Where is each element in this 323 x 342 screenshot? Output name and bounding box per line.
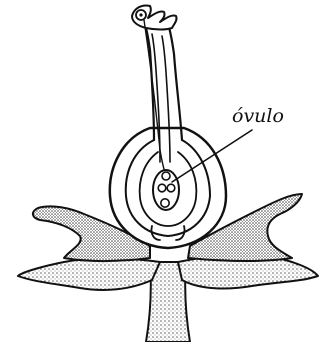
- ovule-label: óvulo: [232, 105, 284, 127]
- ovule-cell-top: [162, 172, 170, 180]
- ovule-cell-mid: [158, 184, 166, 192]
- lower-left-petal: [18, 258, 160, 290]
- pollen-grain-core-icon: [139, 13, 142, 16]
- ovule-cell-bottom: [161, 199, 169, 207]
- ovule-cell-mid-right: [167, 184, 175, 192]
